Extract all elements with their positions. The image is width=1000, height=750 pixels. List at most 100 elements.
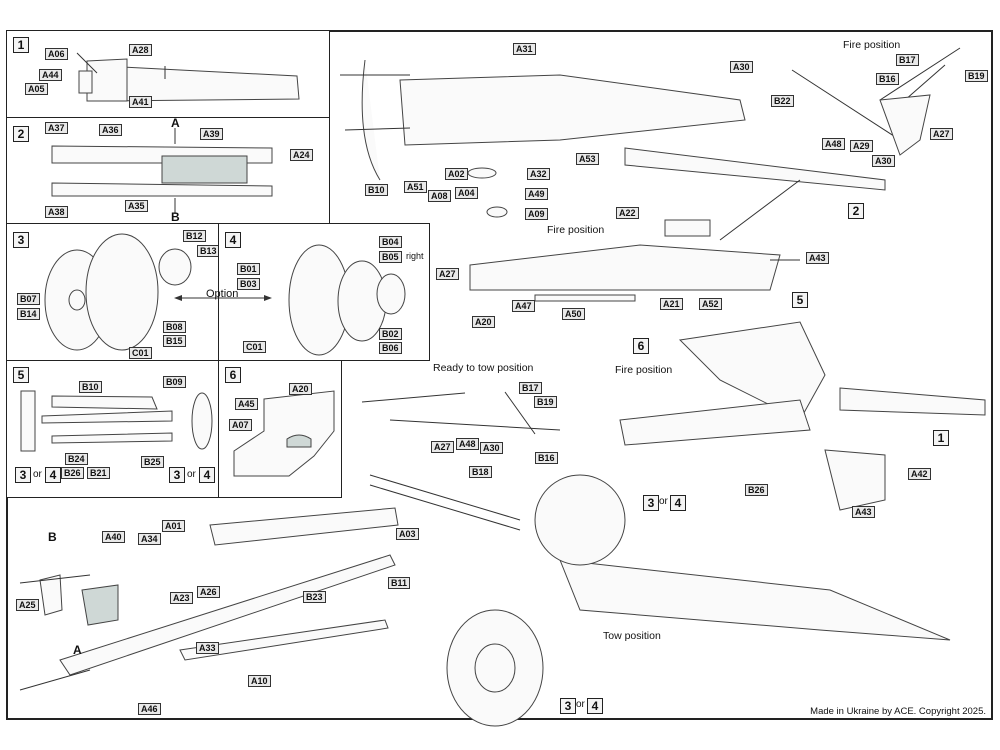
part-label: A51 [404,181,427,193]
part-label: A01 [162,520,185,532]
or-text: or [187,469,196,480]
part-label: A47 [512,300,535,312]
step-ref-2: 2 [848,203,864,219]
part-label: A40 [102,531,125,543]
part-label: B23 [303,591,326,603]
arrow-label-a: A [73,643,82,657]
step-4-panel: 4 B01 B03 B04 B05 right B02 B06 C01 [218,223,430,361]
part-label: B07 [17,293,40,305]
part-label: A27 [436,268,459,280]
part-label: A21 [660,298,683,310]
caption: Fire position [843,39,901,51]
wheel-ref-4: 4 [199,467,215,483]
part-label: B11 [388,577,411,589]
part-label: A43 [852,506,875,518]
part-label: A39 [200,128,223,140]
part-label: A27 [930,128,953,140]
shield-plate-drawing [233,390,335,477]
part-label: A44 [39,69,62,81]
part-label: B26 [61,467,84,479]
or-text: or [659,496,668,507]
step-number: 1 [13,37,29,53]
step-ref-1: 1 [933,430,949,446]
barrel-assembly-drawing [76,52,300,102]
part-label: A05 [25,83,48,95]
part-label: B03 [237,278,260,290]
part-label: A42 [908,468,931,480]
part-label: C01 [129,347,152,359]
part-label: A26 [197,586,220,598]
part-label: B16 [535,452,558,464]
part-label: A43 [806,252,829,264]
part-label: A53 [576,153,599,165]
part-label: A48 [822,138,845,150]
step-ref-6: 6 [633,338,649,354]
axle-assembly-drawing [20,390,213,452]
part-label: B06 [379,342,402,354]
caption: Tow position [603,630,661,642]
part-label: B10 [79,381,102,393]
wheel-ref-4: 4 [45,467,61,483]
part-label: A22 [616,207,639,219]
step-number: 4 [225,232,241,248]
arrow-label-b: B [171,210,180,224]
part-label: A03 [396,528,419,540]
step-5-panel: 5 B10 B09 B24 B25 B26 B21 3 or 4 3 or 4 [6,360,219,498]
arrow-label-b: B [48,530,57,544]
part-label: B02 [379,328,402,340]
part-label: A10 [248,675,271,687]
arrow-label-a: A [171,116,180,130]
wheel-type-a-drawing [44,233,192,351]
part-label: A23 [170,592,193,604]
part-label: B09 [163,376,186,388]
part-label: B15 [163,335,186,347]
part-label: A08 [428,190,451,202]
part-label: B25 [141,456,164,468]
part-label: B26 [745,484,768,496]
part-label: B19 [965,70,988,82]
part-label: A37 [45,122,68,134]
wheel-ref-4: 4 [587,698,603,714]
copyright-footer: Made in Ukraine by ACE. Copyright 2025. [810,706,986,717]
step-ref-5: 5 [792,292,808,308]
part-label: B16 [876,73,899,85]
or-text: or [576,699,585,710]
part-label: B17 [519,382,542,394]
part-label: B21 [87,467,110,479]
part-label: A49 [525,188,548,200]
part-label: A48 [456,438,479,450]
part-label: A30 [872,155,895,167]
part-label: C01 [243,341,266,353]
part-label: A30 [730,61,753,73]
part-label: A33 [196,642,219,654]
part-label: A41 [129,96,152,108]
part-label: B18 [469,466,492,478]
part-label: A30 [480,442,503,454]
part-label: A36 [99,124,122,136]
step-number: 6 [225,367,241,383]
option-label: Option [206,288,239,300]
part-label: B05 [379,251,402,263]
step-number: 3 [13,232,29,248]
wheel-ref-3: 3 [15,467,31,483]
part-label: B01 [237,263,260,275]
caption: Fire position [615,364,673,376]
part-label: A07 [229,419,252,431]
or-text: or [33,469,42,480]
step-3-panel: 3 B12 B13 B07 B14 B08 B15 C01 [6,223,220,361]
step-number: 2 [13,126,29,142]
part-label: B19 [534,396,557,408]
caption: Fire position [547,224,605,236]
part-label: A31 [513,43,536,55]
part-label: A28 [129,44,152,56]
part-label: A35 [125,200,148,212]
part-label: A38 [45,206,68,218]
part-label: A27 [431,441,454,453]
wheel-ref-4: 4 [670,495,686,511]
part-label: A45 [235,398,258,410]
